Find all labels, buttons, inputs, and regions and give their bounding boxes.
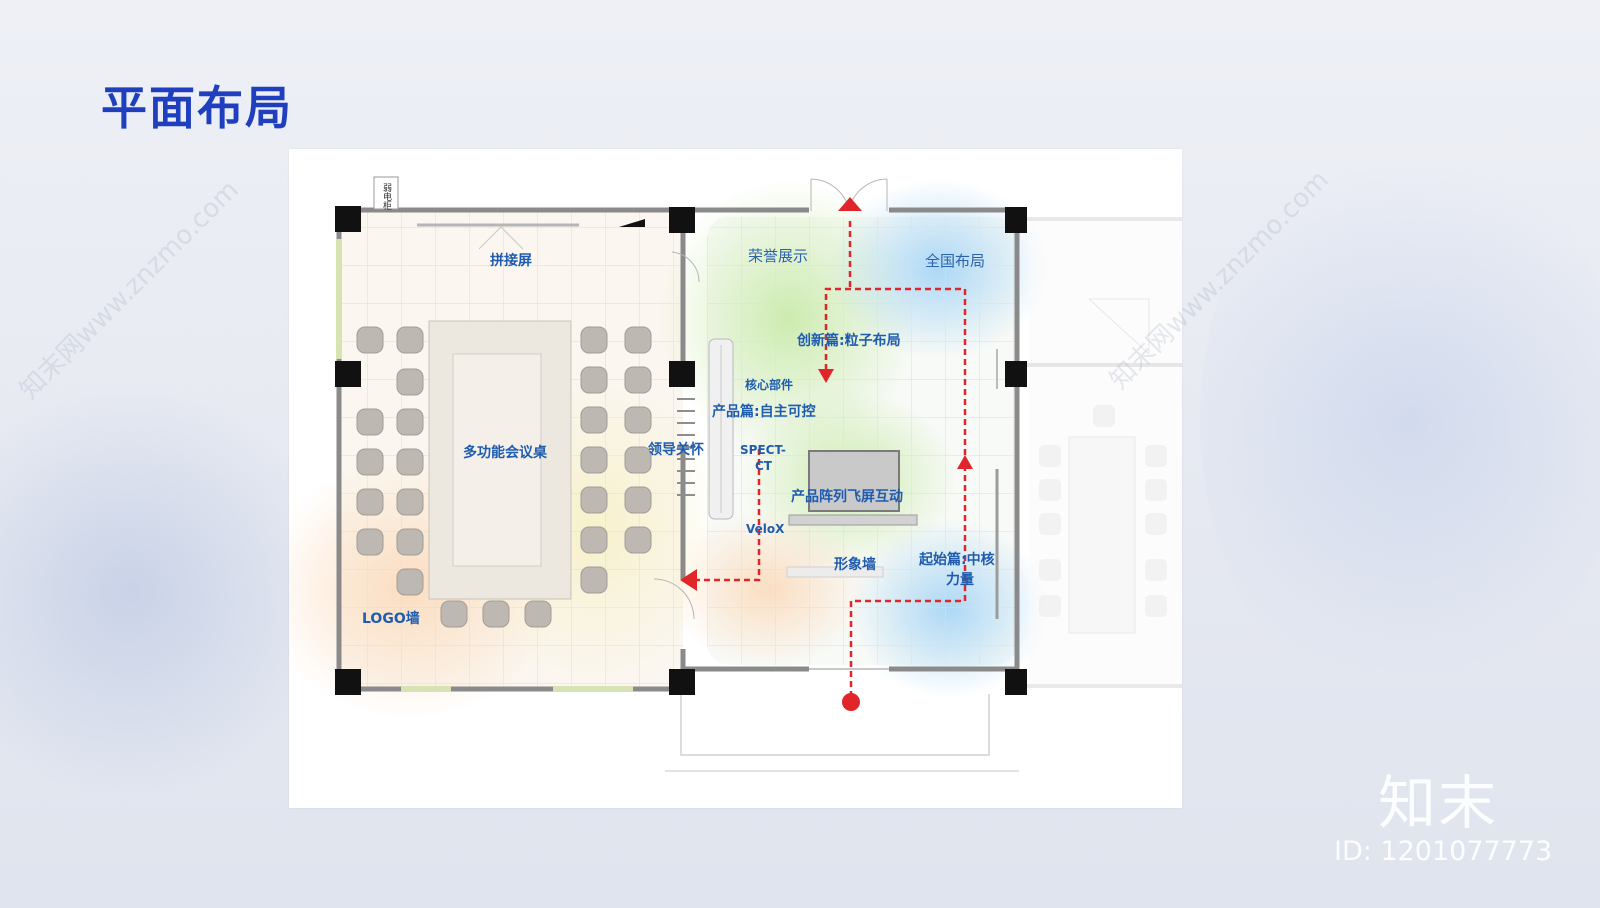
label-origin-line1: 起始篇:中核 xyxy=(918,551,995,568)
adjacent-room xyxy=(1024,217,1182,688)
label-innovation: 创新篇:粒子布局 xyxy=(796,332,901,349)
label-product-control: 产品篇:自主可控 xyxy=(712,403,816,420)
label-conference-table: 多功能会议桌 xyxy=(463,444,548,461)
page-title: 平面布局 xyxy=(101,81,293,135)
label-product-array: 产品阵列飞屏互动 xyxy=(791,488,903,505)
floor-plan-drawing: 弱电柜 xyxy=(289,176,1182,772)
label-national-layout: 全国布局 xyxy=(925,252,985,270)
projection-mark xyxy=(478,226,524,250)
label-leader-care: 领导关怀 xyxy=(648,441,704,458)
electrical-cabinet-label: 弱电柜 xyxy=(381,183,392,211)
door-swing-mark xyxy=(619,219,645,227)
label-splice-screen: 拼接屏 xyxy=(490,252,532,269)
floor-plan: 弱电柜 xyxy=(289,149,1182,808)
visitor-route xyxy=(694,221,967,697)
windows xyxy=(336,239,633,692)
route-arrows xyxy=(680,197,973,711)
label-spect-line2: CT xyxy=(755,459,773,473)
structural-columns xyxy=(335,206,1027,695)
label-core-parts: 核心部件 xyxy=(745,377,793,392)
watermark-id: ID: 1201077773 xyxy=(1334,836,1553,867)
entrance-corridor xyxy=(665,694,1019,772)
label-honor-display: 荣誉展示 xyxy=(748,247,808,265)
electrical-cabinet xyxy=(373,176,399,210)
exhibition-fixtures xyxy=(653,178,999,670)
chairs xyxy=(356,326,652,628)
watermark-logo: 知末 xyxy=(1378,769,1499,837)
background-glow-right xyxy=(1200,120,1600,720)
label-velox: VeloX xyxy=(746,522,785,536)
label-image-wall: 形象墙 xyxy=(834,556,876,573)
watermark-diagonal-1: 知末网www.znzmo.com xyxy=(14,174,245,406)
conference-table xyxy=(428,320,572,600)
label-logo-wall: LOGO墙 xyxy=(362,610,420,627)
label-origin-line2: 力量 xyxy=(946,571,974,588)
label-spect-line1: SPECT- xyxy=(740,443,786,457)
